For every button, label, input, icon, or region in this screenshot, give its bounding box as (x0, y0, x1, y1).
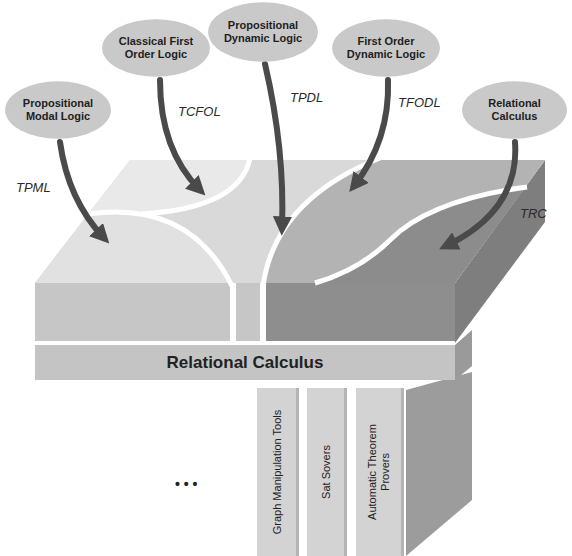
mapping-arrow (160, 80, 200, 190)
translation-label: TCFOL (178, 104, 221, 119)
cfol-region (88, 160, 250, 214)
ellipse-shape (462, 81, 567, 139)
translation-label: TFODL (398, 95, 441, 110)
translation-label: TPML (16, 180, 51, 195)
ellipse-shape (5, 81, 111, 139)
ellipse-shape (208, 2, 318, 62)
tool-name: Graph Manipulation Tools (270, 397, 283, 547)
logic-name: Classical First Order Logic (115, 35, 196, 61)
ellipse-text-holder: First Order Dynamic Logic (331, 18, 441, 78)
logic-name: Propositional Dynamic Logic (222, 19, 305, 45)
pml-region (35, 212, 230, 283)
mapping-arrow (60, 142, 104, 238)
ellipse-text-holder: Propositional Dynamic Logic (207, 1, 319, 63)
mapping-arrow (354, 80, 388, 186)
fodl-region (263, 160, 545, 283)
ellipse-shape (332, 19, 440, 77)
foundation-band: Relational Calculus (35, 345, 455, 380)
ellipse-text-holder: Classical First Order Logic (101, 18, 211, 78)
logic-ellipse: Propositional Dynamic Logic (207, 1, 319, 63)
logic-ellipse: Propositional Modal Logic (4, 80, 112, 140)
logic-ellipse: Classical First Order Logic (101, 18, 211, 78)
pillar-side (406, 372, 472, 556)
ellipse-shape (102, 19, 210, 77)
band-side (455, 330, 472, 380)
logic-name: Propositional Modal Logic (18, 97, 98, 123)
slab-front (266, 283, 455, 341)
logic-name: First Order Dynamic Logic (345, 35, 426, 61)
logic-ellipse: First Order Dynamic Logic (331, 18, 441, 78)
slab-front (35, 283, 230, 341)
ellipse-text-holder: Relational Calculus (461, 80, 568, 140)
translation-label: TPDL (290, 90, 323, 105)
translation-label: TRC (520, 206, 547, 221)
tool-name: Automatic Theorem Provers (366, 417, 392, 527)
tool-pillar: Graph Manipulation Tools (257, 388, 299, 556)
tool-pillar: Automatic Theorem Provers (356, 388, 404, 556)
logic-name: Relational Calculus (475, 97, 554, 123)
slab-front (236, 283, 260, 341)
mapping-arrow (265, 64, 282, 228)
ellipse-text-holder: Propositional Modal Logic (4, 80, 112, 140)
tool-pillar: Sat Sovers (307, 388, 347, 556)
tool-name: Sat Sovers (319, 397, 332, 547)
mapping-arrows (60, 64, 515, 246)
band-title: Relational Calculus (167, 353, 324, 373)
logic-ellipse: Relational Calculus (461, 80, 568, 140)
ellipsis-mark: • • • (175, 476, 197, 492)
mapping-arrow (446, 142, 515, 246)
region-borders (88, 158, 527, 342)
